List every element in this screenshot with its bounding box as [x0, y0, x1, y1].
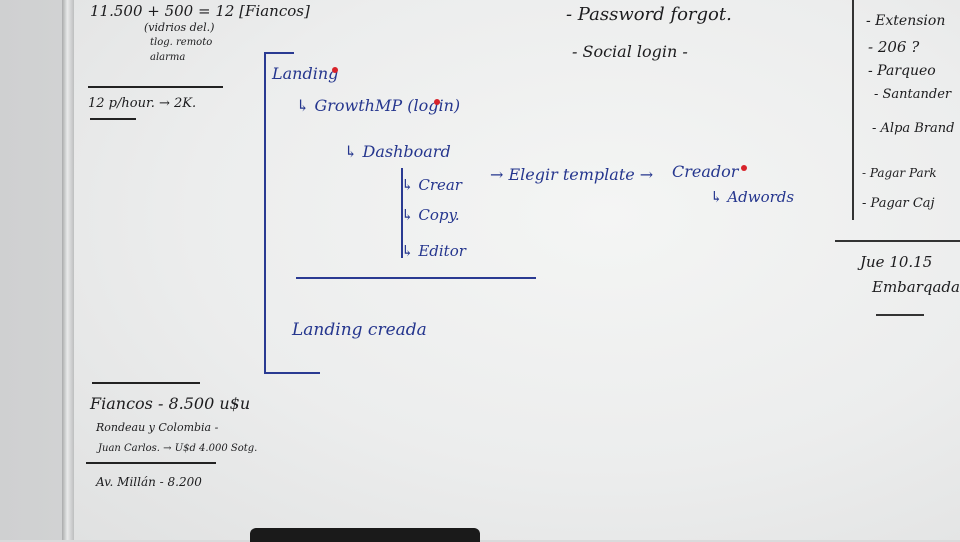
flow-editor: ↳ Editor: [401, 242, 466, 260]
flow-crear: ↳ Crear: [401, 176, 462, 194]
whiteboard: [74, 0, 960, 540]
whiteboard-frame: [62, 0, 74, 540]
red-dot-landing: [332, 67, 338, 73]
cost-detail-3: alarma: [150, 52, 186, 63]
flow-adwords: ↳ Adwords: [710, 188, 795, 206]
right-hline: [835, 240, 960, 242]
flow-bracket-top: [264, 52, 294, 54]
date-note-2: Embarqada: [872, 278, 960, 296]
right-item-3: - Parqueo: [868, 63, 936, 79]
cost-detail-2: tlog. remoto: [150, 37, 213, 48]
marker-tray: [250, 528, 480, 542]
rondeau-note: Rondeau y Colombia -: [96, 421, 219, 434]
right-item-1: - Extension: [866, 13, 946, 29]
right-item-6: - Pagar Park: [862, 166, 937, 180]
flow-landing-creada: Landing creada: [292, 320, 427, 340]
red-dot-creador: [741, 165, 747, 171]
flow-growth: ↳ GrowthMP (login): [296, 96, 461, 115]
right-item-4: - Santander: [874, 87, 952, 102]
right-item-2: - 206 ?: [868, 38, 920, 56]
flow-copy: ↳ Copy.: [401, 206, 460, 224]
cost-note: 11.500 + 500 = 12 [Fiancos]: [90, 2, 310, 20]
juan-note: Juan Carlos. → U$d 4.000 Sotg.: [98, 443, 258, 454]
flow-subbranch: [401, 168, 403, 258]
red-dot-growth: [434, 99, 440, 105]
bottom-divider-1: [92, 382, 200, 384]
fiancos-note: Fiancos - 8.500 u$u: [90, 394, 251, 413]
right-divider: [852, 0, 854, 220]
hourly-rate: 12 p/hour. → 2K.: [88, 96, 197, 111]
flow-landing: Landing: [272, 64, 339, 83]
right-item-5: - Alpa Brand: [872, 121, 955, 136]
flow-separator: [296, 277, 536, 279]
date-note: Jue 10.15: [860, 253, 933, 271]
date-underline: [876, 314, 924, 316]
flow-elegir: → Elegir template →: [490, 165, 654, 184]
divider: [88, 86, 223, 88]
flow-dashboard: ↳ Dashboard: [344, 142, 451, 161]
flow-creador: Creador: [672, 162, 739, 181]
millan-note: Av. Millán - 8.200: [96, 475, 202, 489]
underline: [90, 118, 136, 120]
cost-detail-1: (vidrios del.): [144, 21, 215, 34]
social-login-item: - Social login -: [572, 42, 688, 61]
right-item-7: - Pagar Caj: [862, 196, 935, 211]
flow-bracket: [264, 52, 266, 374]
bottom-divider-2: [86, 462, 216, 464]
flow-bracket-bottom: [264, 372, 320, 374]
password-item: - Password forgot.: [566, 4, 732, 25]
